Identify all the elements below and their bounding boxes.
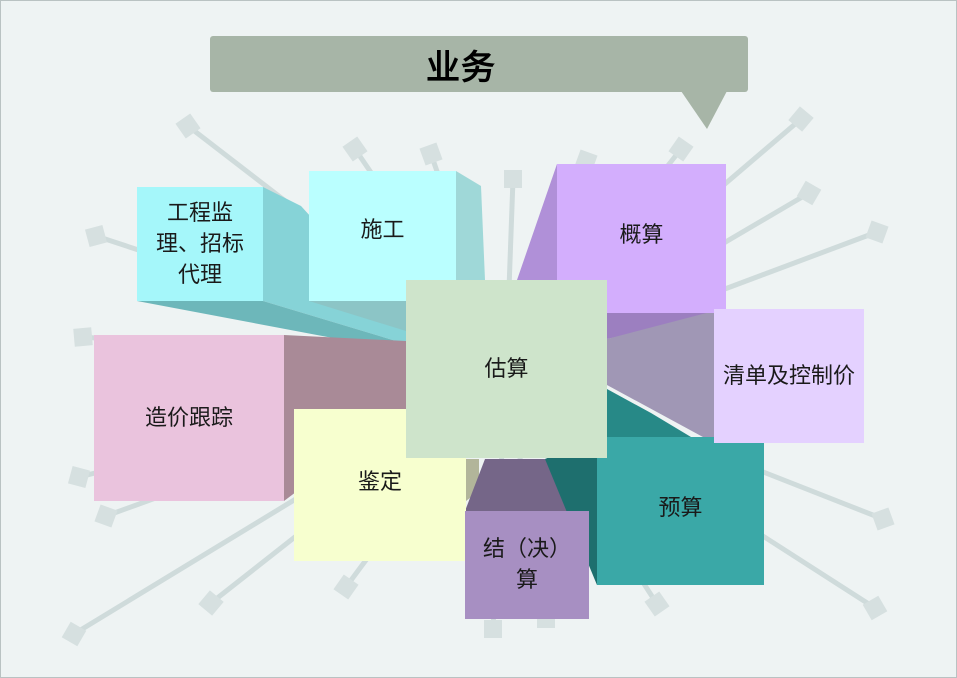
node-appraisal-label: 鉴定 (357, 470, 402, 495)
node-bill-of-quantities: 清单及控制价 (714, 309, 864, 443)
title-banner: 业务 (210, 36, 748, 92)
diagram-title: 业务 (426, 47, 496, 88)
node-settlement-label: 结（决）算 (482, 537, 571, 593)
node-bill-of-quantities-label: 清单及控制价 (722, 363, 855, 389)
node-rough-estimate: 概算 (557, 164, 726, 313)
node-rough-estimate-label: 概算 (619, 223, 664, 248)
node-cost-tracking-label: 造价跟踪 (144, 405, 233, 431)
node-budget-label: 预算 (658, 496, 703, 521)
node-center-label: 估算 (484, 356, 529, 382)
banner-pointer (681, 91, 727, 129)
node-construction: 施工 (309, 171, 456, 301)
node-construction-label: 施工 (360, 218, 405, 243)
node-cost-tracking: 造价跟踪 (94, 335, 284, 501)
node-center: 估算 (406, 280, 607, 458)
node-supervision-label: 工程监理、招标代理 (155, 200, 244, 288)
node-budget: 预算 (597, 437, 764, 585)
node-supervision: 工程监理、招标代理 (137, 187, 263, 301)
node-settlement: 结（决）算 (465, 511, 589, 619)
